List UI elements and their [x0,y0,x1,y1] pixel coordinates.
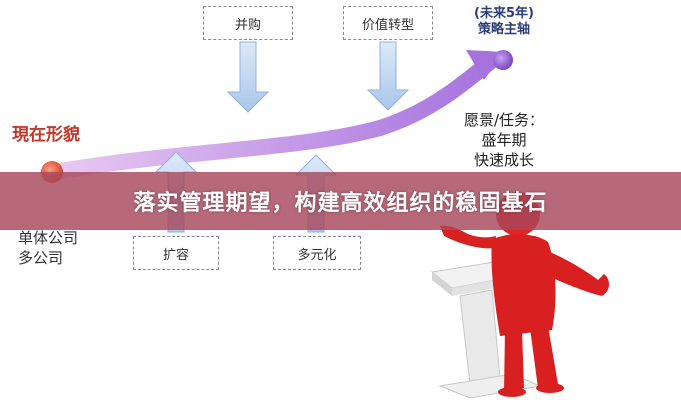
box-expansion: 扩容 [133,236,219,270]
box-merger-label: 并购 [234,17,261,33]
banner-title: 落实管理期望，构建高效组织的稳固基石 [133,191,548,216]
box-diversification: 多元化 [273,236,361,270]
box-merger: 并购 [203,6,293,40]
growth-curve [47,54,498,180]
target-dot [493,50,513,70]
box-expansion-label: 扩容 [162,247,189,263]
vision-line-3: 快速成长 [473,151,534,169]
vision-line-2: 盛年期 [481,131,527,149]
target-label: (未来5年) 策略主轴 [462,6,546,38]
arrow-down-2 [366,41,410,111]
start-state-label: 单体公司 多公司 [18,228,78,268]
vision-line-1: 愿景/任务： [463,111,545,129]
start-line-1: 单体公司 [18,229,79,247]
arrow-down-1 [226,41,270,113]
start-line-2: 多公司 [18,249,64,267]
target-line-2: 策略主轴 [477,22,530,37]
box-diversification-label: 多元化 [297,247,337,263]
current-state-label: 現在形貌 [12,125,80,145]
box-value-transform: 价值转型 [343,6,433,40]
title-banner: 落实管理期望，构建高效组织的稳固基石 [0,172,681,230]
box-value-transform-label: 价值转型 [361,17,414,33]
vision-text: 愿景/任务： 盛年期 快速成长 [452,110,556,170]
target-line-1: (未来5年) [474,6,534,21]
